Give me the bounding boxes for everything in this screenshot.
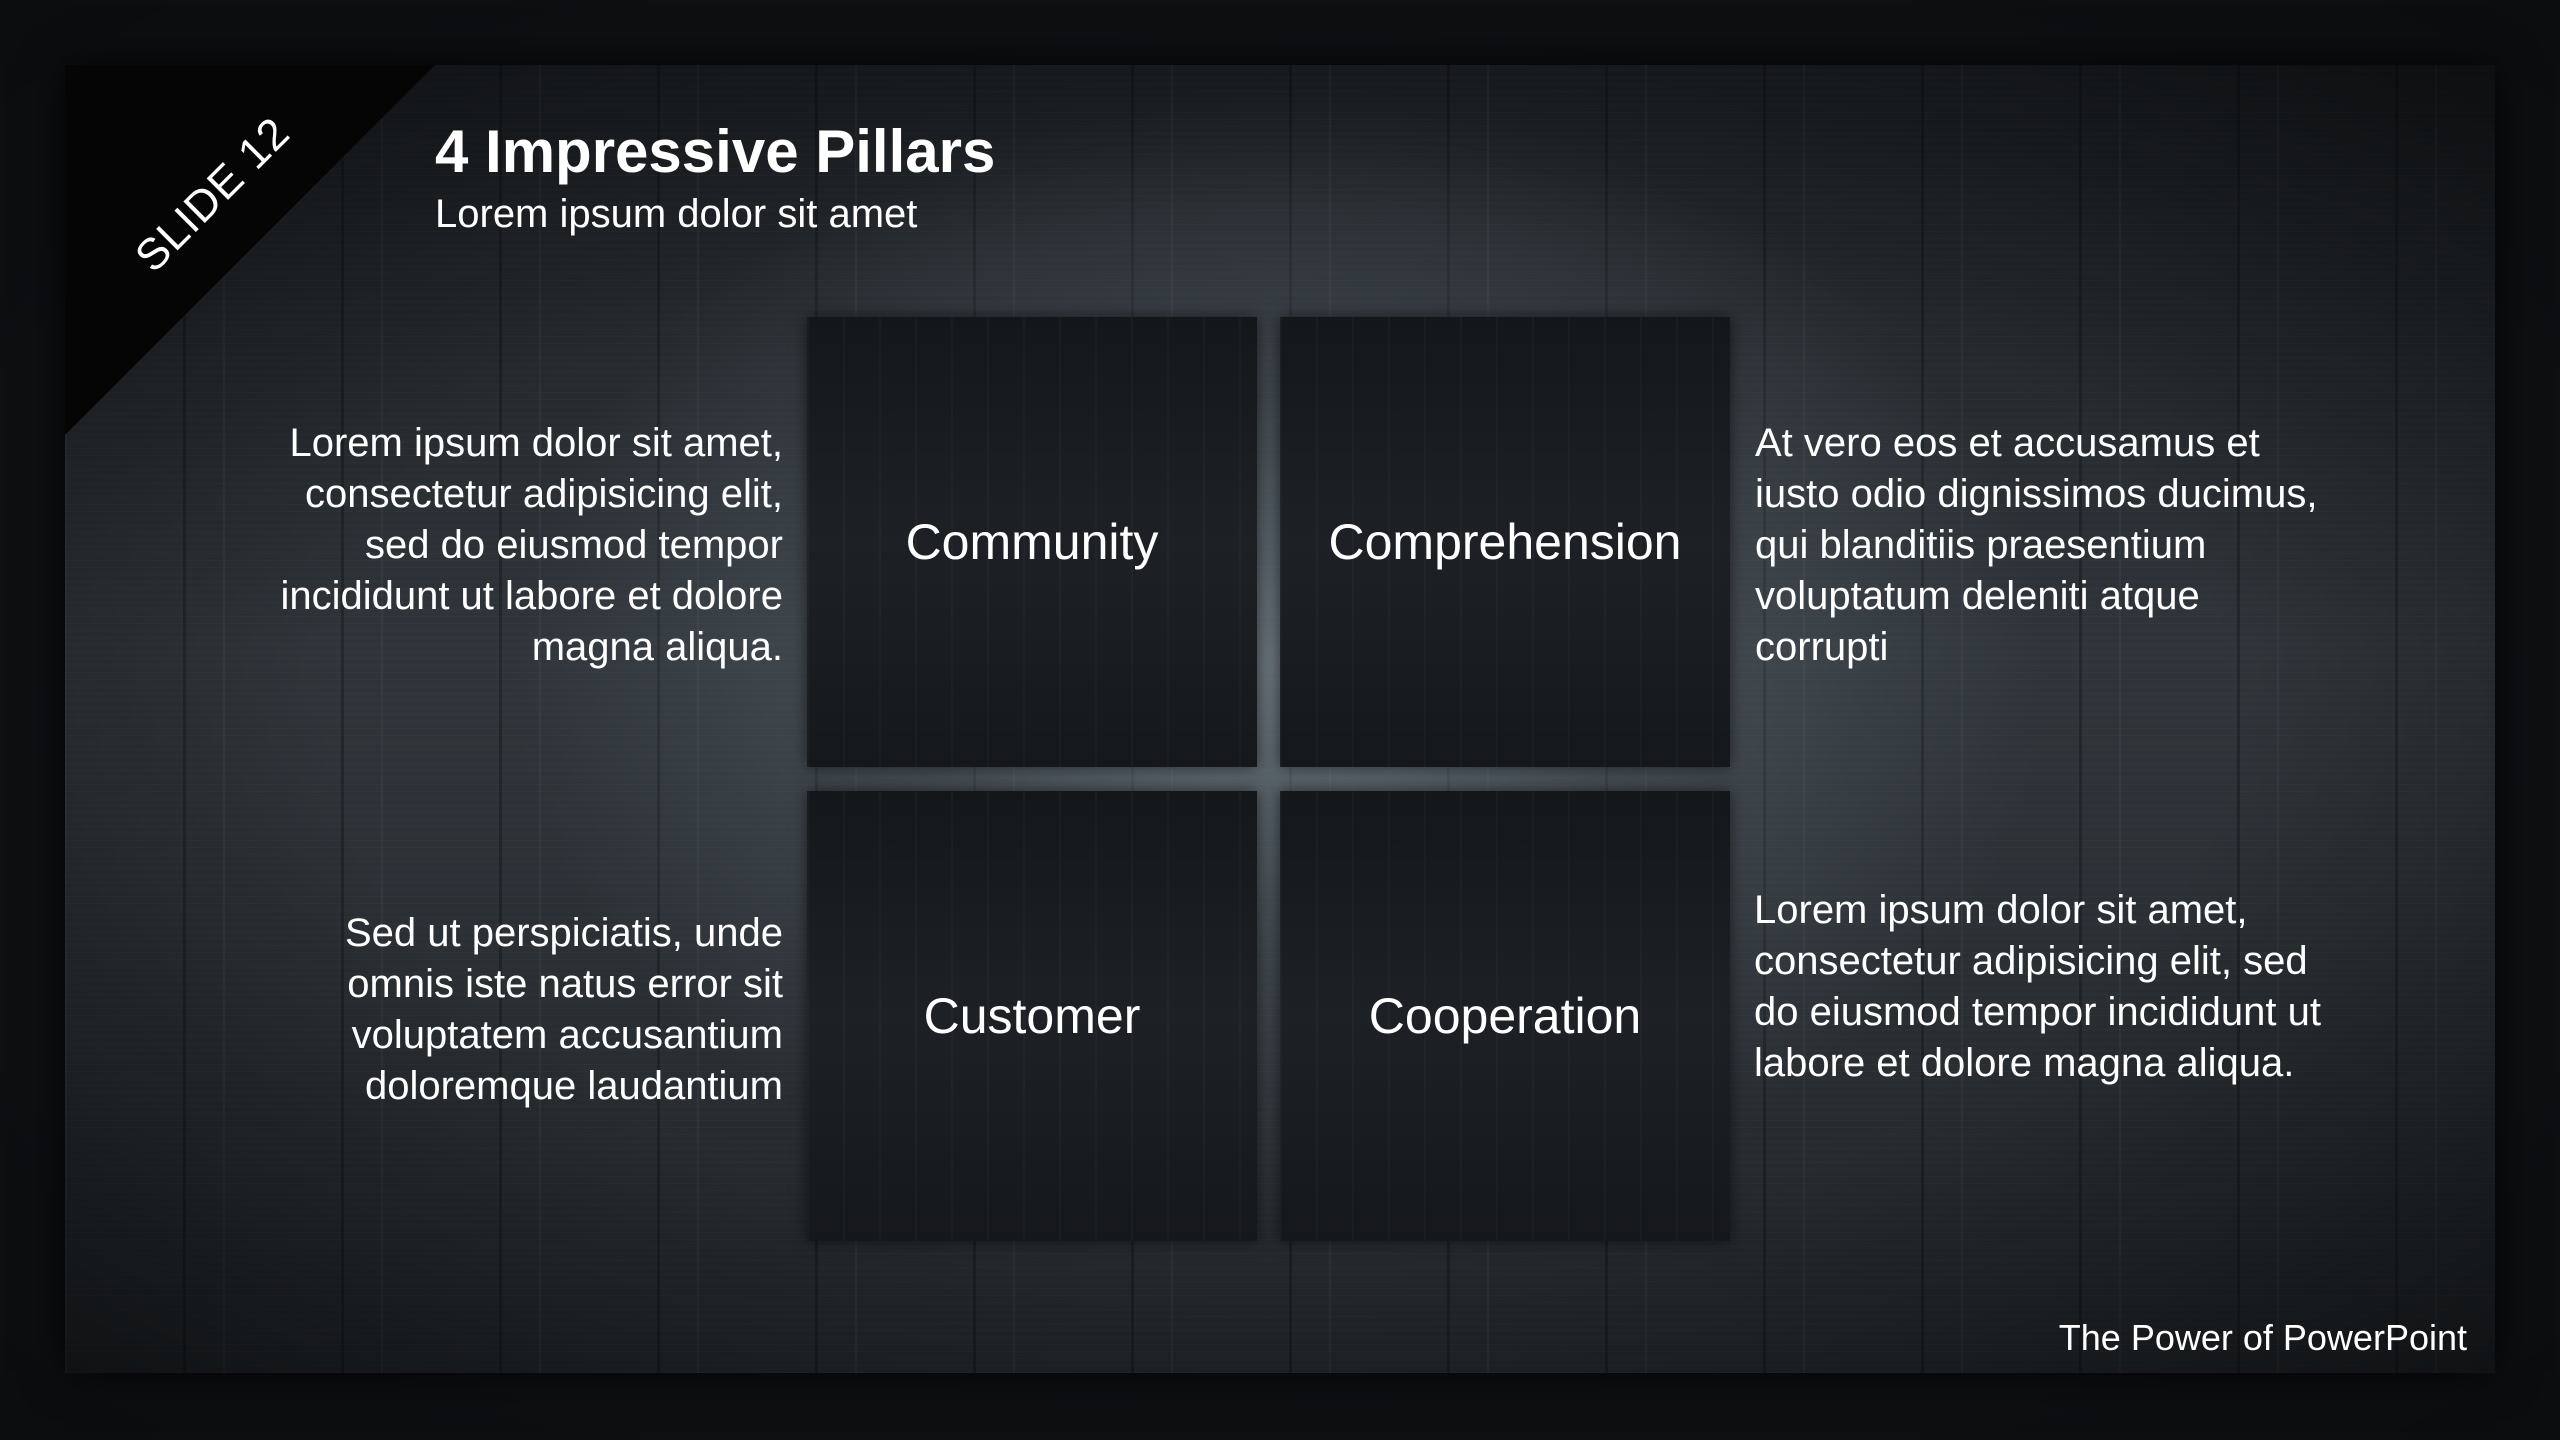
pillar-tile-comprehension: Comprehension	[1280, 317, 1730, 767]
pillar-label: Comprehension	[1328, 514, 1682, 570]
slide-footer: The Power of PowerPoint	[2058, 1317, 2467, 1358]
pillar-tile-cooperation: Cooperation	[1280, 791, 1730, 1241]
description-bottom-left: Sed ut perspiciatis, unde omnis iste nat…	[344, 911, 783, 1108]
description-bottom-right: Lorem ipsum dolor sit amet, consectetur …	[1754, 888, 2321, 1085]
slide-canvas: SLIDE 12 4 Impressive Pillars Lorem ipsu…	[65, 65, 2495, 1373]
pillar-label: Customer	[923, 988, 1141, 1044]
slide-subtitle: Lorem ipsum dolor sit amet	[435, 192, 918, 236]
pillar-label: Cooperation	[1368, 988, 1642, 1044]
slide-number-ribbon	[65, 65, 435, 435]
pillar-tile-customer: Customer	[807, 791, 1257, 1241]
description-top-right: At vero eos et accusamus et iusto odio d…	[1755, 421, 2318, 669]
pillar-tile-community: Community	[807, 317, 1257, 767]
pillar-label: Community	[905, 514, 1159, 570]
description-top-left: Lorem ipsum dolor sit amet, consectetur …	[280, 421, 783, 669]
slide-title: 4 Impressive Pillars	[435, 118, 996, 185]
